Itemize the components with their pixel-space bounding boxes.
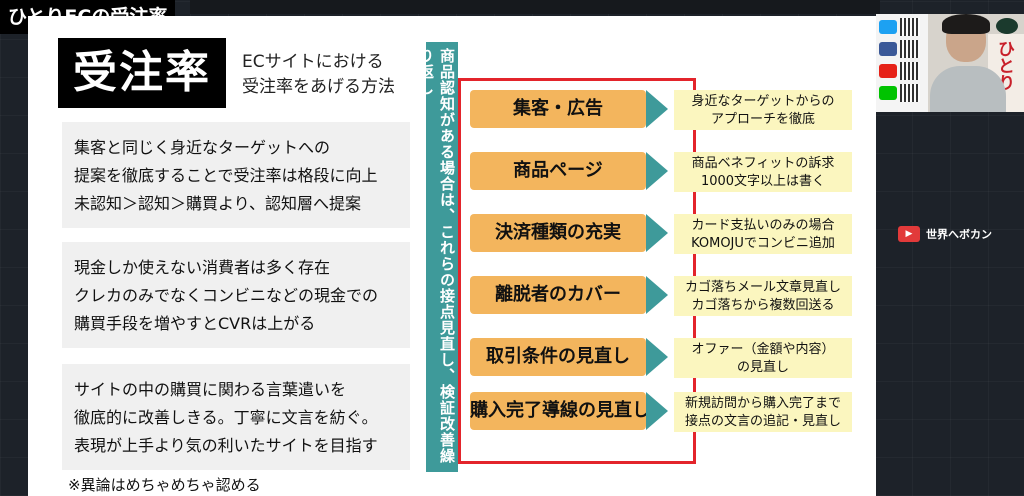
desc-line: カゴ落ちメール文章見直し [684, 280, 841, 295]
arrow-right-icon [646, 338, 668, 376]
sns-qr-panel [876, 14, 928, 112]
step-abandonment: 離脱者のカバー [470, 276, 646, 314]
footnote: ※異論はめちゃめちゃ認める [68, 476, 261, 494]
desc-line: カゴ落ちから複数回送る [691, 298, 835, 313]
step-description: 身近なターゲットからの アプローチを徹底 [674, 90, 852, 130]
note-box-3: サイトの中の購買に関わる言葉遣いを 徹底的に改善しきる。丁寧に文言を紡ぐ。 表現… [62, 364, 410, 470]
step-payment-methods: 決済種類の充実 [470, 214, 646, 252]
desc-line: カード支払いのみの場合 [691, 218, 835, 233]
brand-label: 世界へボカン [926, 228, 992, 241]
top-bar [190, 0, 880, 14]
slide-title: 受注率 [58, 38, 226, 108]
note-line: 購買手段を増やすとCVRは上がる [74, 314, 316, 333]
desc-line: 新規訪問から購入完了まで [684, 396, 841, 411]
arrow-right-icon [646, 276, 668, 314]
qr-code-icon [900, 18, 920, 36]
desc-line: KOMOJUでコンビニ追加 [691, 236, 835, 251]
subtitle-line: 受注率をあげる方法 [242, 77, 395, 97]
slide-subtitle: ECサイトにおける 受注率をあげる方法 [242, 50, 395, 100]
note-line: 集客と同じく身近なターゲットへの [74, 138, 331, 157]
qr-code-icon [900, 40, 920, 58]
line-icon [879, 86, 897, 100]
qr-code-icon [900, 84, 920, 102]
step-description: カゴ落ちメール文章見直し カゴ落ちから複数回送る [674, 276, 852, 316]
webcam-feed: ひとり [876, 14, 1024, 112]
desc-line: 接点の文言の追記・見直し [684, 414, 841, 429]
channel-logo-icon [996, 18, 1018, 34]
arrow-right-icon [646, 152, 668, 190]
note-line: 未認知＞認知＞購買より、認知層へ提案 [74, 194, 362, 213]
twitter-icon [879, 20, 897, 34]
note-line: 提案を徹底することで受注率は格段に向上 [74, 166, 378, 185]
step-description: カード支払いのみの場合 KOMOJUでコンビニ追加 [674, 214, 852, 254]
desc-line: 1000文字以上は書く [700, 174, 826, 189]
arrow-right-icon [646, 392, 668, 430]
presentation-slide: 受注率 ECサイトにおける 受注率をあげる方法 集客と同じく身近なターゲットへの… [28, 16, 876, 496]
note-line: 徹底的に改善しきる。丁寧に文言を紡ぐ。 [74, 408, 378, 427]
step-description: 商品ベネフィットの訴求 1000文字以上は書く [674, 152, 852, 192]
desc-line: 商品ベネフィットの訴求 [691, 156, 835, 171]
note-box-2: 現金しか使えない消費者は多く存在 クレカのみでなくコンビニなどの現金での 購買手… [62, 242, 410, 348]
highlight-frame [458, 78, 696, 464]
youtube-icon [879, 64, 897, 78]
step-product-page: 商品ページ [470, 152, 646, 190]
step-description: オファー（金額や内容） の見直し [674, 338, 852, 378]
qr-code-icon [900, 62, 920, 80]
subtitle-line: ECサイトにおける [242, 52, 384, 72]
vertical-banner: 商品認知がある場合は、これらの接点見直し、検証改善繰り返し [417, 42, 458, 472]
arrow-right-icon [646, 214, 668, 252]
desc-line: の見直し [736, 360, 789, 375]
desc-line: アプローチを徹底 [710, 112, 815, 127]
step-description: 新規訪問から購入完了まで 接点の文言の追記・見直し [674, 392, 852, 432]
desc-line: 身近なターゲットからの [691, 94, 835, 109]
speech-bubble-icon: ▶ [898, 226, 920, 242]
step-terms: 取引条件の見直し [470, 338, 646, 376]
brand-logo: ▶ 世界へボカン [898, 226, 992, 242]
step-acquisition: 集客・広告 [470, 90, 646, 128]
presenter-body [930, 66, 1006, 112]
note-line: サイトの中の購買に関わる言葉遣いを [74, 380, 347, 399]
presenter-hair [942, 14, 990, 34]
facebook-icon [879, 42, 897, 56]
arrow-right-icon [646, 90, 668, 128]
desc-line: オファー（金額や内容） [691, 342, 835, 357]
step-checkout-flow: 購入完了導線の見直し [470, 392, 650, 430]
note-line: 表現が上手より気の利いたサイトを目指す [74, 436, 378, 455]
note-box-1: 集客と同じく身近なターゲットへの 提案を徹底することで受注率は格段に向上 未認知… [62, 122, 410, 228]
note-line: 現金しか使えない消費者は多く存在 [74, 258, 331, 277]
note-line: クレカのみでなくコンビニなどの現金での [74, 286, 379, 305]
